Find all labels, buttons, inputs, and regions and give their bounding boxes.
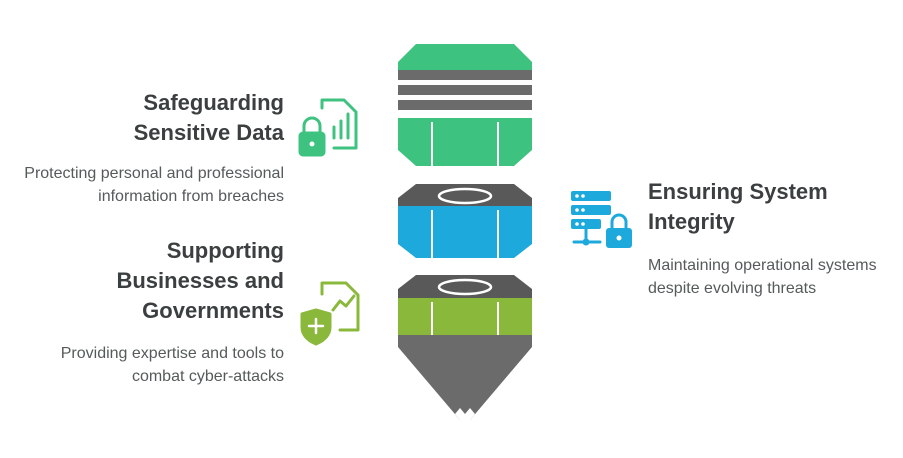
item-title-integrity: Ensuring System Integrity [648,179,828,234]
shield-plus-chart-icon [300,281,360,346]
item-description-integrity: Maintaining operational systems despite … [648,257,877,297]
item-description-safeguarding: Protecting personal and professional inf… [24,165,284,205]
item-title-safeguarding: Safeguarding Sensitive Data [133,90,284,145]
blue-segment [398,184,532,258]
item-title-supporting: Supporting Businesses and Governments [116,238,284,323]
green-segment [398,44,532,166]
olive-segment [398,275,532,426]
item-description-supporting: Providing expertise and tools to combat … [60,345,284,385]
lock-chart-icon [298,98,358,157]
server-lock-icon [571,191,632,248]
